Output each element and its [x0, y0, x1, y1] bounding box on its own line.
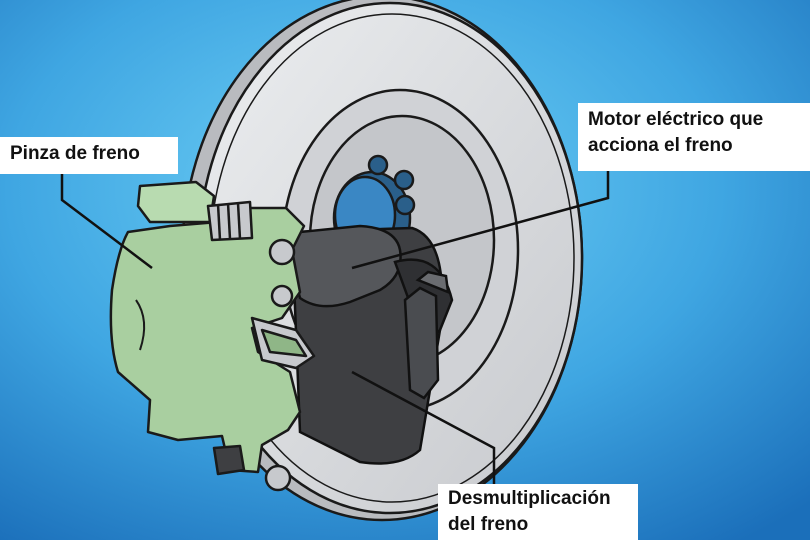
caliper-label: Pinza de freno	[0, 137, 178, 174]
motor-label: Motor eléctrico que acciona el freno	[578, 103, 810, 171]
leader-reduction	[351, 370, 496, 484]
reduction-label-line1: Desmultiplicación	[448, 488, 611, 509]
leader-motor	[351, 168, 610, 270]
brake-caliper	[109, 180, 316, 492]
caliper-label-text: Pinza de freno	[10, 143, 140, 164]
motor-label-line2: acciona el freno	[588, 135, 733, 156]
reduction-label-line2: del freno	[448, 514, 529, 535]
leader-caliper	[60, 172, 153, 269]
reduction-label: Desmultiplicación del freno	[438, 484, 638, 540]
electric-motor	[290, 224, 454, 465]
leader-lines	[60, 168, 610, 484]
motor-label-line1: Motor eléctrico que	[588, 109, 764, 130]
